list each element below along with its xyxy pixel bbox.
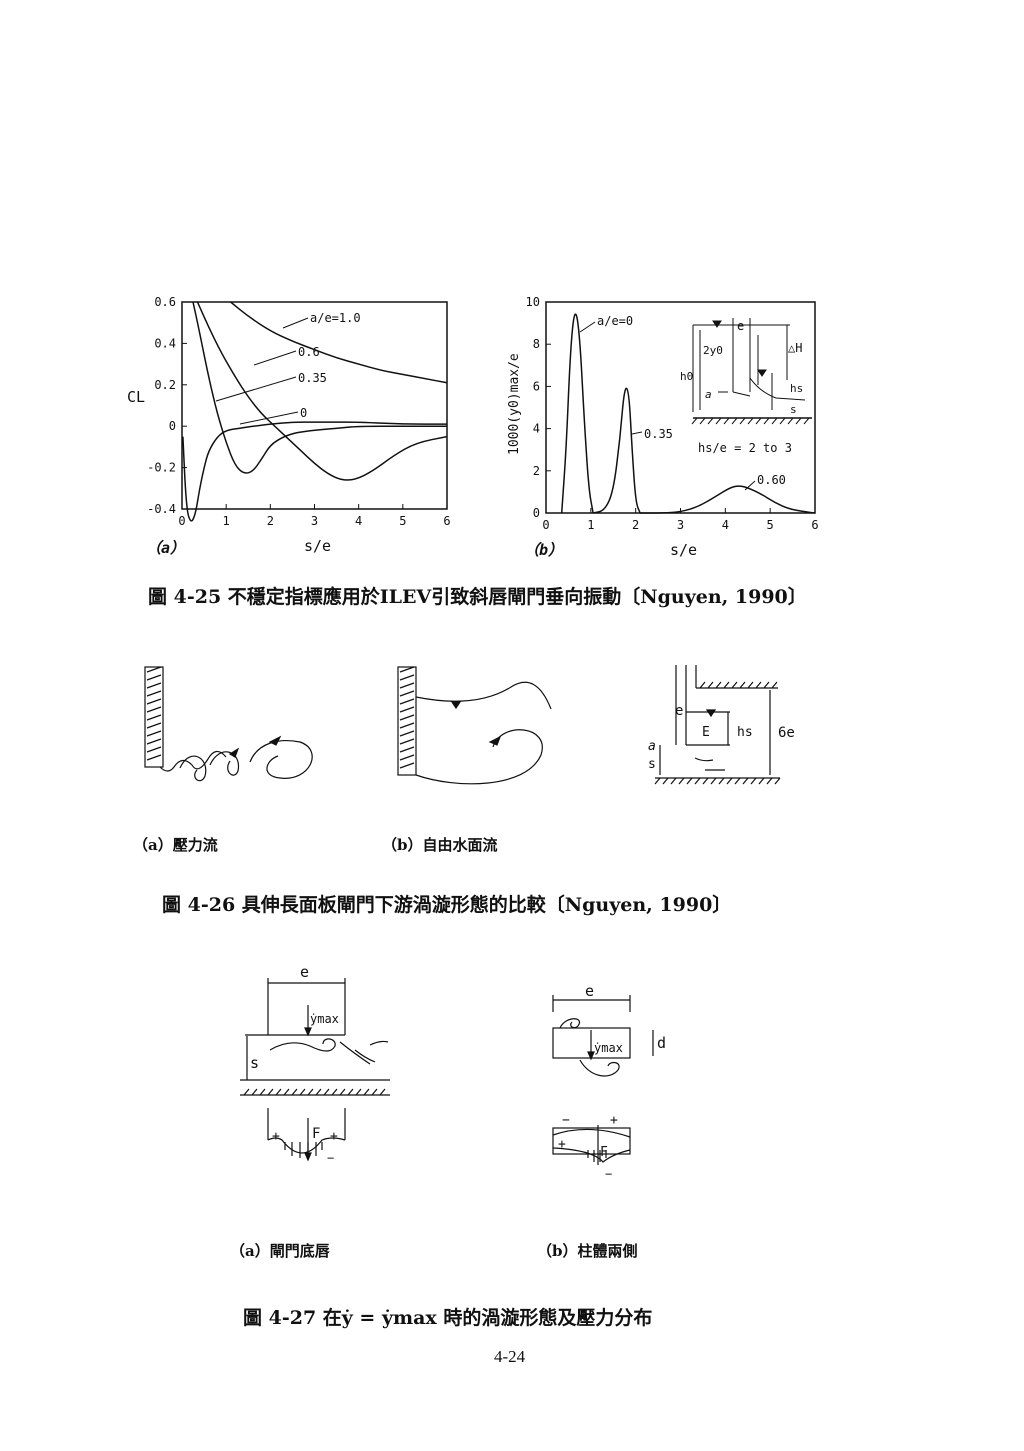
- page-number: 4-24: [494, 1347, 526, 1366]
- chart-a-panel-label: （a）: [146, 539, 185, 557]
- gate-inset-diagram: [691, 318, 812, 425]
- series-line-4: [182, 421, 447, 522]
- cyl-F-label: F: [600, 1145, 608, 1160]
- cyl-plus-top: +: [610, 1113, 618, 1128]
- y-tick-label: 10: [526, 295, 540, 309]
- x-tick-label: 3: [677, 518, 684, 532]
- cyl-minus-bottom: −: [605, 1167, 612, 1181]
- series-line-2: [592, 387, 641, 514]
- chart-4-25b: 10 8 6 4 2 0 0 1 2 3 4 5 6 1000(y0)max/e s/e （b） a/…: [507, 295, 819, 559]
- chart-a-frame: [181, 301, 448, 510]
- curve-label-a-3: 0.35: [298, 371, 327, 385]
- inset-s-label: s: [790, 403, 797, 416]
- chart-4-25a: 0.6 0.4 0.2 0 -0.2 -0.4 0 1 2 3 4 5 6 CL s/e （a） a/…: [127, 295, 451, 557]
- inset-h0-label: h0: [680, 370, 693, 383]
- gate-schematic-diagram: [654, 665, 781, 785]
- figure-4-26-diagrams: e E hs a s 6e: [144, 665, 795, 785]
- y-tick-label: 0.6: [154, 295, 176, 309]
- y-tick-label: -0.2: [147, 461, 176, 475]
- inset-note: hs/e = 2 to 3: [698, 441, 792, 455]
- x-tick-label: 5: [767, 518, 774, 532]
- cyl-ymax-label: ẏmax: [594, 1041, 623, 1055]
- lip-minus: −: [327, 1151, 334, 1165]
- schematic-a-label: a: [648, 739, 656, 754]
- lip-F-label: F: [312, 1126, 320, 1142]
- y-tick-label: 0.2: [154, 378, 176, 392]
- x-tick-label: 2: [267, 514, 274, 528]
- cylinder-sides-diagram: [552, 995, 654, 1165]
- figure-4-26-caption: 圖 4-26 具伸長面板閘門下游渦漩形態的比較〔Nguyen, 1990〕: [162, 894, 732, 916]
- figure-4-27-diagrams: e ẏmax s F + + − e ẏmax d − + + F: [240, 963, 666, 1181]
- figure-4-25-caption: 圖 4-25 不穩定指標應用於ILEV引致斜唇閘門垂向振動〔Nguyen, 19…: [148, 586, 807, 608]
- x-tick-label: 6: [811, 518, 818, 532]
- x-tick-label: 3: [311, 514, 318, 528]
- x-tick-label: 0: [178, 514, 185, 528]
- x-tick-label: 5: [399, 514, 406, 528]
- lip-ymax-label: ẏmax: [310, 1012, 339, 1026]
- y-tick-label: 0.4: [154, 336, 176, 350]
- lip-s-label: s: [250, 1054, 259, 1072]
- x-tick-label: 1: [223, 514, 230, 528]
- x-tick-label: 0: [542, 518, 549, 532]
- y-tick-label: -0.4: [147, 502, 176, 516]
- chart-b-ylabel: 1000(y0)max/e: [507, 353, 522, 455]
- x-tick-label: 4: [722, 518, 729, 532]
- schematic-hs-label: hs: [737, 725, 753, 740]
- schematic-e-label: e: [675, 703, 683, 719]
- curve-label-a-4: 0: [300, 406, 307, 420]
- series-line-3: [640, 485, 816, 514]
- y-tick-label: 0: [533, 506, 540, 520]
- series-line-2: [196, 301, 448, 481]
- curve-label-a-2: 0.6: [298, 345, 320, 359]
- pressure-flow-diagram: [144, 666, 313, 782]
- inset-a-label: a: [705, 388, 712, 401]
- gate-lip-diagram: [240, 978, 390, 1162]
- curve-label-b-1: a/e=0: [597, 314, 633, 328]
- inset-e-label: e: [737, 319, 744, 333]
- schematic-E-label: E: [702, 725, 710, 740]
- series-line-3: [192, 301, 447, 474]
- series-line-1: [560, 313, 594, 514]
- figure-4-26-sub-a: （a）壓力流: [133, 836, 218, 854]
- cyl-plus-inner: +: [558, 1137, 566, 1152]
- y-tick-label: 4: [533, 422, 540, 436]
- y-tick-label: 8: [533, 337, 540, 351]
- chart-b-panel-label: （b）: [524, 541, 563, 559]
- chart-b-xlabel: s/e: [670, 541, 697, 559]
- y-tick-label: 0: [169, 419, 176, 433]
- curve-label-b-2: 0.35: [644, 427, 673, 441]
- chart-a-xlabel: s/e: [304, 537, 331, 555]
- chart-a-ylabel: CL: [127, 388, 145, 406]
- figure-4-27-sub-a: （a）閘門底唇: [230, 1242, 330, 1260]
- x-tick-label: 4: [355, 514, 362, 528]
- free-surface-flow-diagram: [397, 666, 552, 785]
- schematic-s-label: s: [648, 757, 656, 772]
- cyl-d-label: d: [657, 1034, 666, 1052]
- lip-plus-left: +: [272, 1129, 280, 1144]
- y-tick-label: 6: [533, 379, 540, 393]
- inset-2y0-label: 2y0: [703, 344, 723, 357]
- series-line-1: [230, 301, 448, 384]
- curve-label-b-3: 0.60: [757, 473, 786, 487]
- x-tick-label: 2: [632, 518, 639, 532]
- figure-4-26-sub-b: （b）自由水面流: [382, 836, 498, 854]
- x-tick-label: 6: [443, 514, 450, 528]
- cyl-minus-top: −: [562, 1113, 570, 1128]
- lip-e-label: e: [300, 963, 309, 981]
- x-tick-label: 1: [587, 518, 594, 532]
- inset-dh-label: △H: [788, 341, 802, 355]
- inset-hs-label: hs: [790, 382, 803, 395]
- y-tick-label: 2: [533, 464, 540, 478]
- curve-label-a-1: a/e=1.0: [310, 311, 361, 325]
- figure-4-27-caption: 圖 4-27 在ẏ = ẏmax 時的渦漩形態及壓力分布: [243, 1307, 653, 1329]
- cyl-e-label: e: [585, 982, 594, 1000]
- lip-plus-right: +: [330, 1129, 338, 1144]
- figure-4-27-sub-b: （b）柱體兩側: [537, 1242, 638, 1260]
- schematic-6e-label: 6e: [778, 725, 795, 741]
